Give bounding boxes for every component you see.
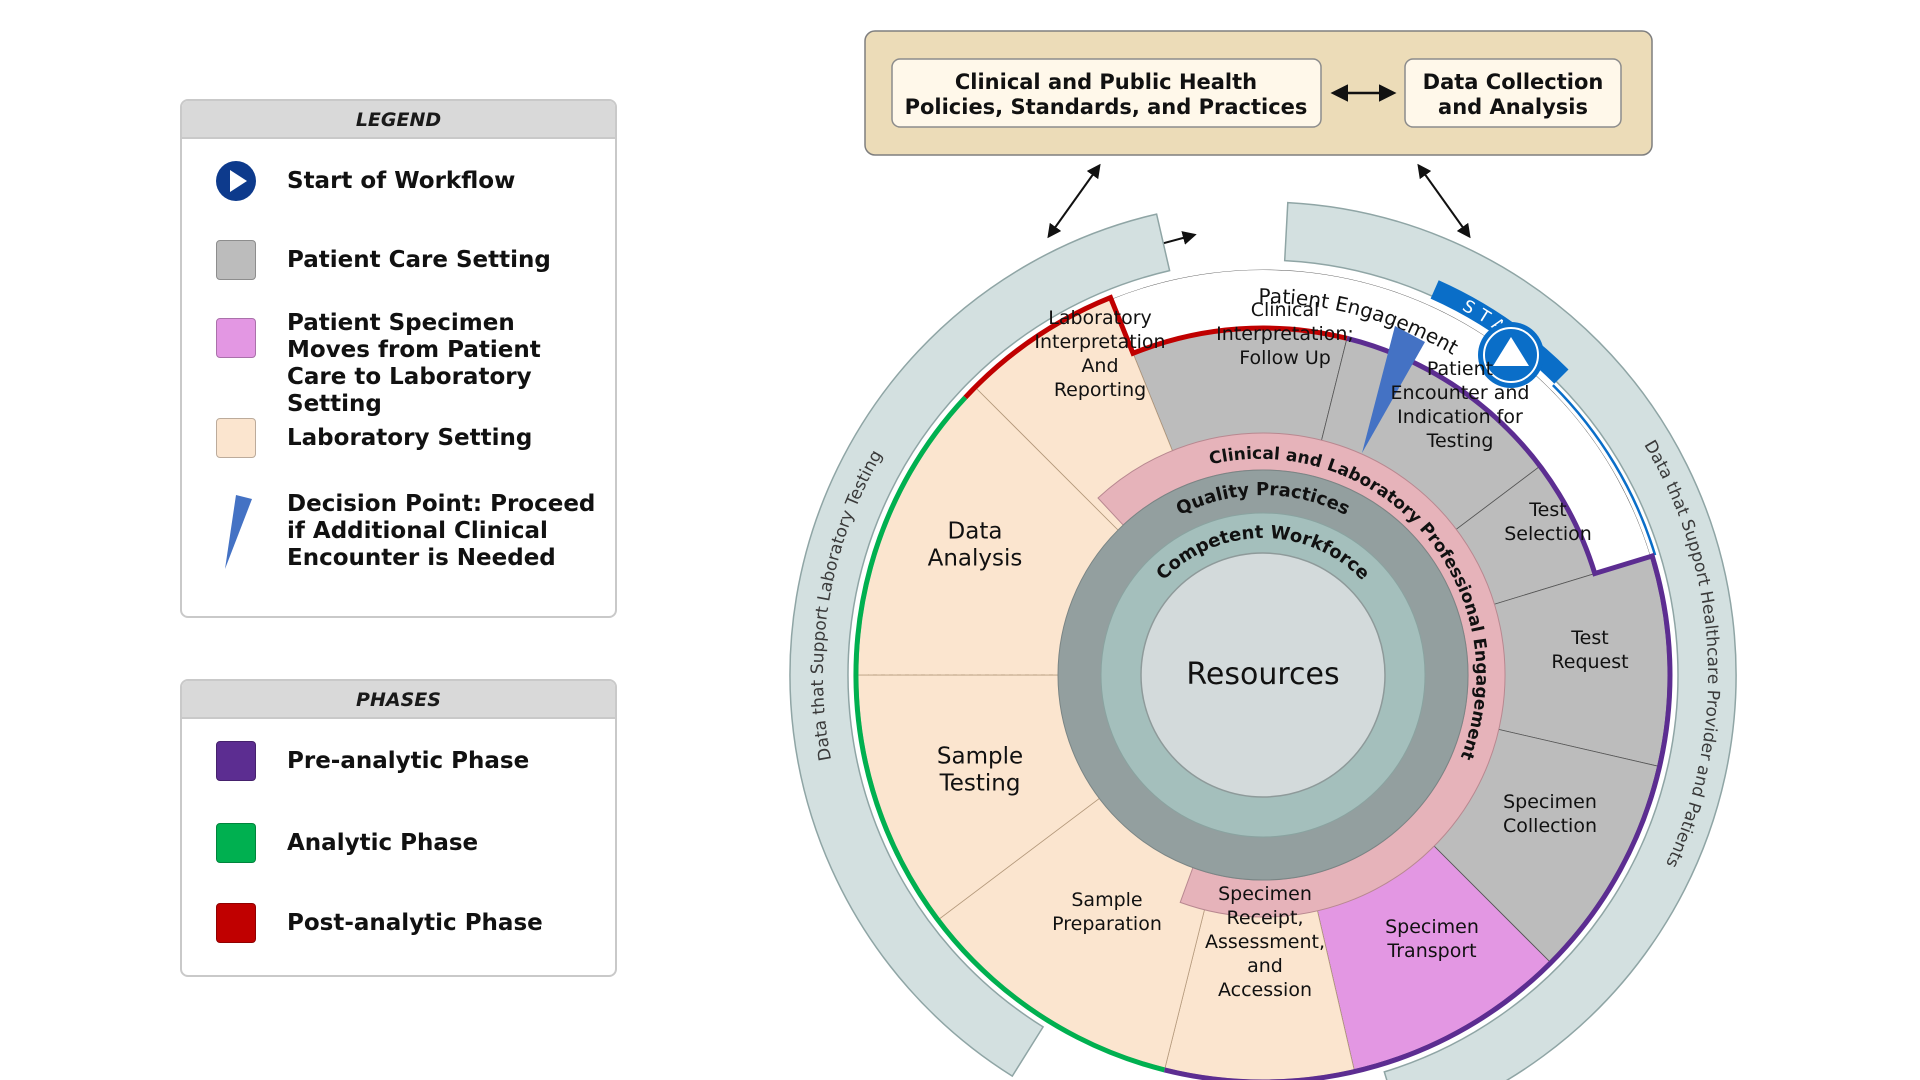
analytic-swatch xyxy=(216,823,256,863)
provider-data-band xyxy=(1283,201,1737,1080)
segment-label-test-selection: Test xyxy=(1528,499,1566,521)
segment-label-patient-encounter: Encounter and xyxy=(1391,382,1530,404)
segment-label-patient-encounter: Testing xyxy=(1426,430,1494,452)
phase-label: Post-analytic Phase xyxy=(287,909,543,936)
data-collection-line-1: Data Collection xyxy=(1423,70,1604,94)
lab-setting-swatch xyxy=(216,418,256,458)
legend-item-decision: Decision Point: Proceed if Additional Cl… xyxy=(216,491,605,575)
decision-point-wedge xyxy=(1362,326,1425,453)
arrow-right-connector xyxy=(1417,163,1471,239)
segment-label-lab-interpretation: Laboratory xyxy=(1048,307,1152,329)
lab-data-band xyxy=(789,213,1171,1078)
segment-label-lab-interpretation: And xyxy=(1081,355,1118,377)
segment-label-patient-encounter: Patient xyxy=(1427,358,1493,380)
data-collection-box: Data Collection and Analysis xyxy=(1404,58,1622,128)
segment-label-sample-testing: Sample xyxy=(937,744,1023,770)
phase-item-pre-analytic: Pre-analytic Phase xyxy=(216,741,605,781)
legend-label: Start of Workflow xyxy=(287,167,516,194)
segment-label-specimen-receipt: Specimen xyxy=(1218,883,1312,905)
segment-label-patient-encounter: Indication for xyxy=(1397,406,1523,428)
legend-label: Patient Care Setting xyxy=(287,246,551,273)
policies-line-1: Clinical and Public Health xyxy=(955,70,1257,94)
legend-item-specimen-moves: Patient Specimen Moves from Patient Care… xyxy=(216,310,605,418)
phase-label: Pre-analytic Phase xyxy=(287,747,530,774)
segment-label-specimen-collection: Collection xyxy=(1503,815,1597,837)
segment-label-sample-preparation: Sample xyxy=(1071,889,1142,911)
legend-label: Patient Specimen Moves from Patient Care… xyxy=(287,310,541,417)
post-analytic-swatch xyxy=(216,903,256,943)
resources-core xyxy=(1140,552,1386,798)
segment-label-test-selection: Selection xyxy=(1504,523,1592,545)
analytic-border xyxy=(853,395,1166,1073)
legend-panel: LEGEND Start of Workflow Patient Care Se… xyxy=(180,99,617,618)
segment-label-specimen-transport: Specimen xyxy=(1385,916,1479,938)
legend-label: Decision Point: Proceed if Additional Cl… xyxy=(287,491,596,571)
legend-item-lab-setting: Laboratory Setting xyxy=(216,418,605,458)
segment-label-clinical-interpretation: Follow Up xyxy=(1239,347,1331,369)
start-guide-line xyxy=(1552,384,1657,556)
segment-label-specimen-collection: Specimen xyxy=(1503,791,1597,813)
segment-label-sample-preparation: Preparation xyxy=(1052,913,1162,935)
segment-label-specimen-receipt: Accession xyxy=(1218,979,1312,1001)
legend-item-start: Start of Workflow xyxy=(216,161,605,201)
arrow-left-connector xyxy=(1047,163,1101,239)
data-collection-line-2: and Analysis xyxy=(1438,95,1588,119)
policies-box: Clinical and Public Health Policies, Sta… xyxy=(891,58,1322,128)
segment-label-clinical-interpretation: Clinical xyxy=(1251,299,1320,321)
specimen-moves-swatch xyxy=(216,318,256,358)
segment-label-test-request: Test xyxy=(1570,627,1608,649)
phase-label: Analytic Phase xyxy=(287,829,479,856)
patient-engagement-band xyxy=(1111,270,1651,574)
policies-line-2: Policies, Standards, and Practices xyxy=(905,95,1308,119)
segment-label-specimen-receipt: Assessment, xyxy=(1205,931,1325,953)
patient-care-swatch xyxy=(216,240,256,280)
top-data-box: Clinical and Public Health Policies, Sta… xyxy=(864,30,1653,156)
segment-label-data-analysis: Data xyxy=(948,519,1003,545)
legend-title: LEGEND xyxy=(182,101,615,139)
segment-label-specimen-transport: Transport xyxy=(1386,940,1476,962)
segment-label-test-request: Request xyxy=(1551,651,1628,673)
decision-wedge-icon xyxy=(216,491,256,575)
legend-item-patient-care: Patient Care Setting xyxy=(216,240,605,280)
segment-label-sample-testing: Testing xyxy=(939,771,1021,797)
play-circle-icon xyxy=(216,161,256,201)
pre-analytic-border xyxy=(1163,335,1673,1080)
segment-label-data-analysis: Analysis xyxy=(928,546,1023,572)
resources-label: Resources xyxy=(1186,657,1339,692)
phase-item-analytic: Analytic Phase xyxy=(216,823,605,863)
phase-item-post-analytic: Post-analytic Phase xyxy=(216,903,605,943)
segment-label-lab-interpretation: Interpretation xyxy=(1034,331,1165,353)
legend-label: Laboratory Setting xyxy=(287,424,533,451)
phases-panel: PHASES Pre-analytic Phase Analytic Phase… xyxy=(180,679,617,977)
start-marker-icon xyxy=(1478,322,1544,388)
phases-title: PHASES xyxy=(182,681,615,719)
segment-label-specimen-receipt: and xyxy=(1247,955,1283,977)
post-analytic-border xyxy=(963,294,1348,400)
segment-label-lab-interpretation: Reporting xyxy=(1054,379,1146,401)
pre-analytic-swatch xyxy=(216,741,256,781)
segment-label-clinical-interpretation: Interpretation; xyxy=(1216,323,1354,345)
segment-label-specimen-receipt: Receipt, xyxy=(1226,907,1303,929)
